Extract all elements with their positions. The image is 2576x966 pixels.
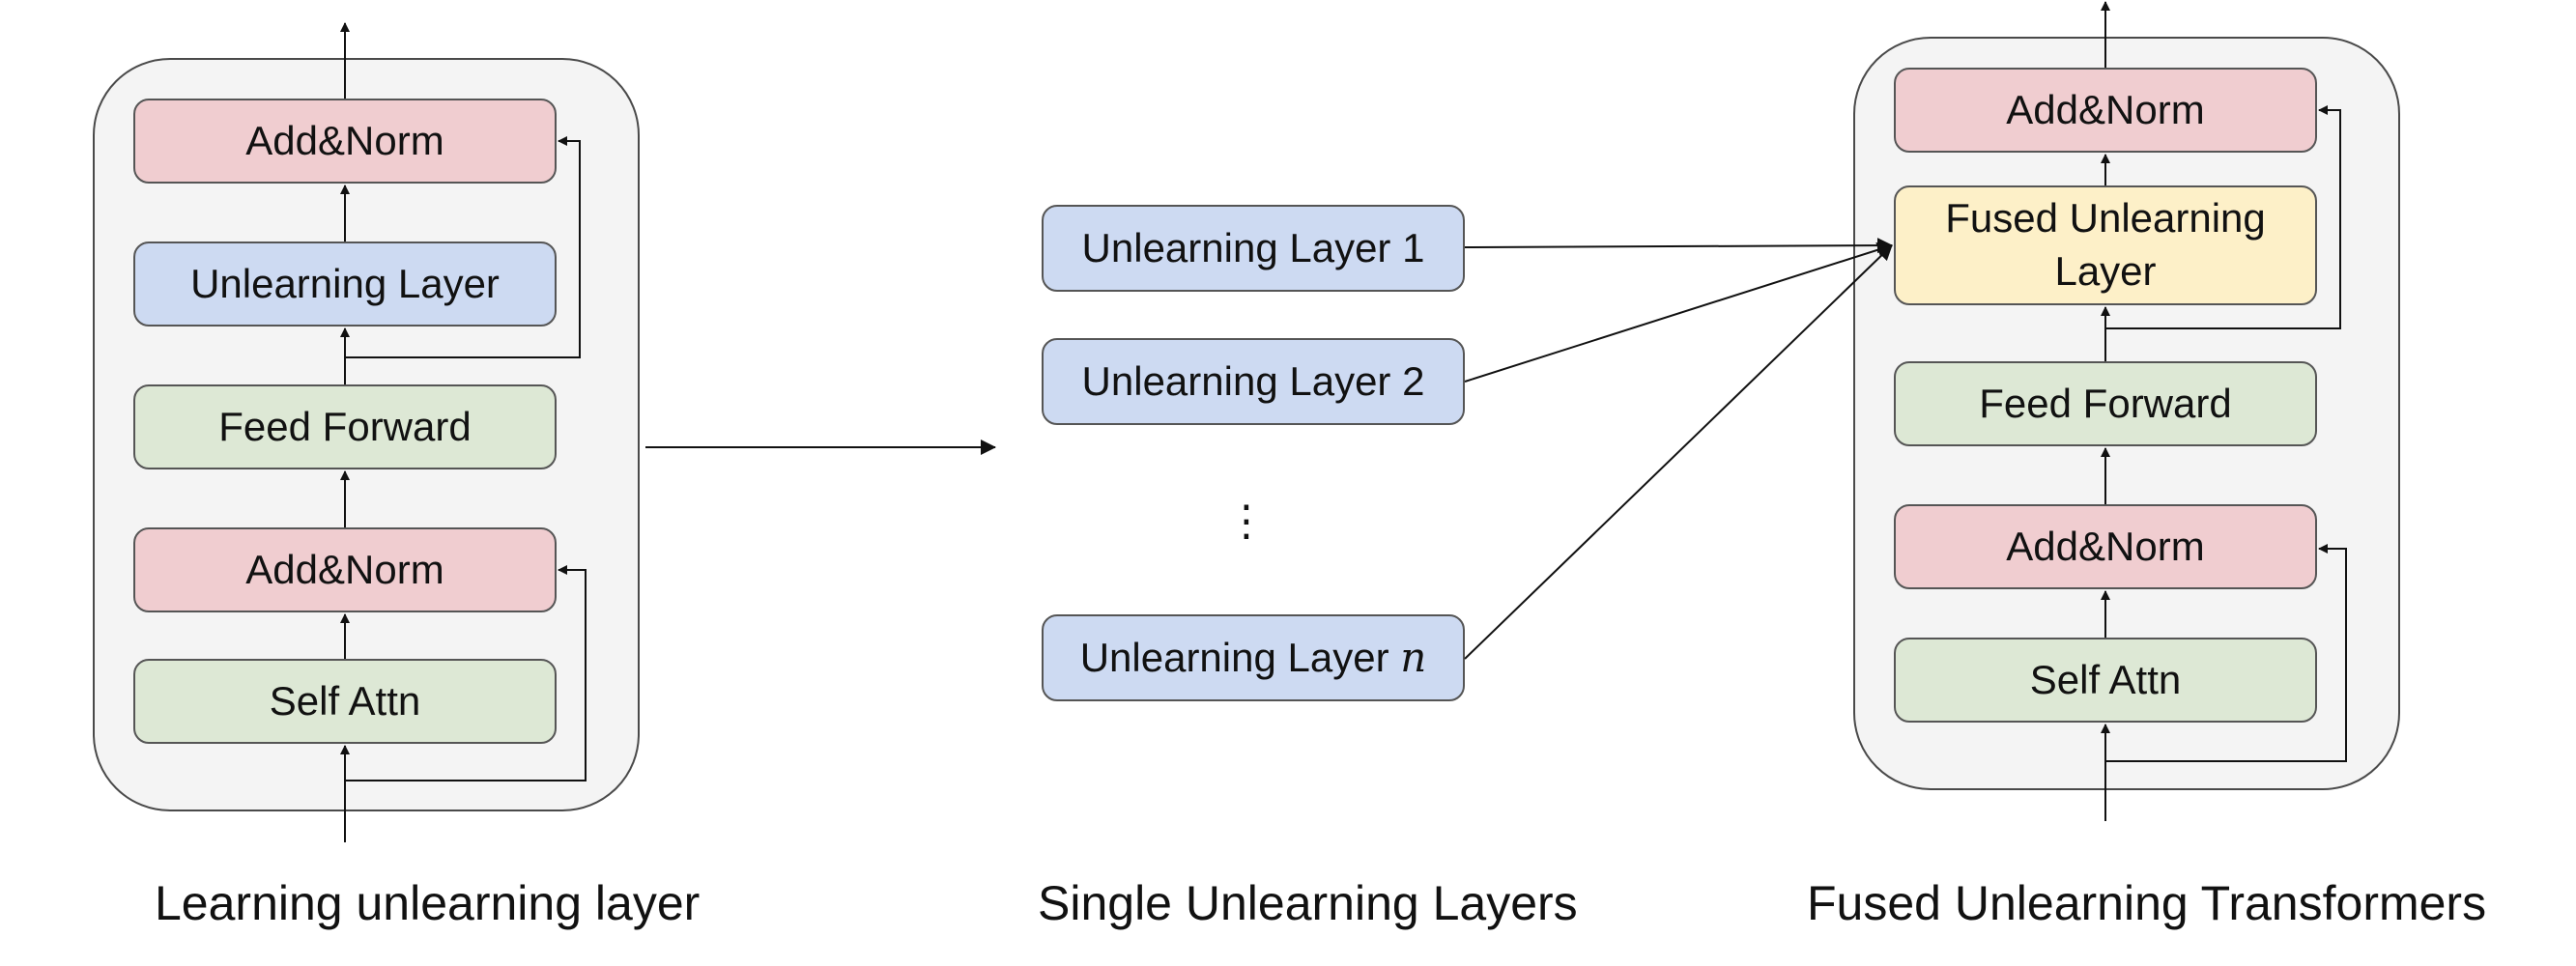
caption-right: Fused Unlearning Transformers bbox=[1807, 876, 2487, 930]
left-feed-forward: Feed Forward bbox=[133, 384, 557, 469]
ellipsis-vertical: ⋮ bbox=[1225, 497, 1268, 545]
left-add-norm-bottom: Add&Norm bbox=[133, 527, 557, 612]
right-self-attn: Self Attn bbox=[1894, 638, 2317, 723]
unlearning-layer-n: Unlearning Layer n bbox=[1042, 614, 1465, 701]
right-add-norm-top: Add&Norm bbox=[1894, 68, 2317, 153]
unlearning-layer-1: Unlearning Layer 1 bbox=[1042, 205, 1465, 292]
fused-unlearning-layer: Fused Unlearning Layer bbox=[1894, 185, 2317, 305]
n-symbol: n bbox=[1400, 633, 1427, 681]
caption-left: Learning unlearning layer bbox=[155, 876, 701, 930]
unlearning-layer-2: Unlearning Layer 2 bbox=[1042, 338, 1465, 425]
right-feed-forward: Feed Forward bbox=[1894, 361, 2317, 446]
unlearning-layer-n-label: Unlearning Layer bbox=[1079, 634, 1401, 680]
left-add-norm-top: Add&Norm bbox=[133, 99, 557, 184]
caption-middle: Single Unlearning Layers bbox=[1038, 876, 1578, 930]
left-self-attn: Self Attn bbox=[133, 659, 557, 744]
right-add-norm-bottom: Add&Norm bbox=[1894, 504, 2317, 589]
left-unlearning-layer: Unlearning Layer bbox=[133, 242, 557, 327]
